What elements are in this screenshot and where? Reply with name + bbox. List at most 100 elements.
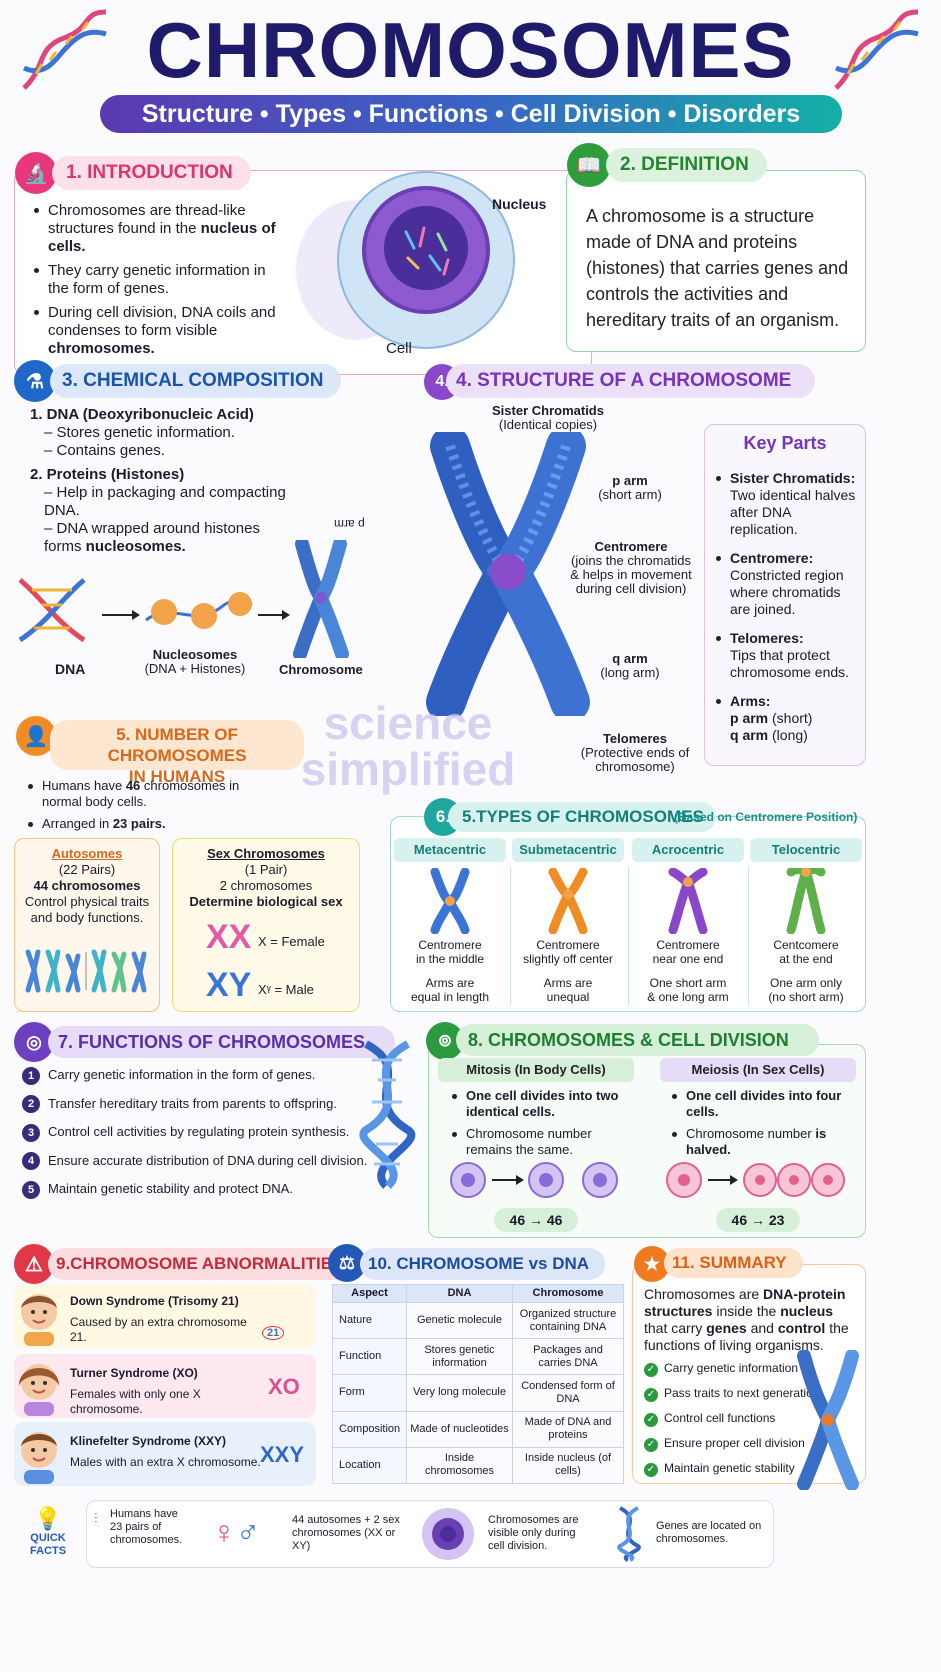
child-avatar-3 [21, 1432, 57, 1484]
small-chromosome-illustration [293, 540, 349, 658]
type-arms-desc: One arm only(no short arm) [768, 976, 844, 1004]
mitosis-cells-diagram [450, 1162, 618, 1198]
function-number: 2 [22, 1095, 40, 1114]
fact-3: Chromosomes are visible only during cell… [488, 1514, 579, 1552]
subtitle-banner: Structure • Types • Functions • Cell Div… [100, 95, 842, 133]
telomeres-label: Telomeres(Protective ends of chromosome) [580, 731, 690, 774]
check-icon: ✓ [644, 1413, 658, 1427]
chromosome-cell: Packages and carries DNA [512, 1338, 624, 1376]
sex-chromosomes-text: Sex Chromosomes (1 Pair) 2 chromosomes D… [189, 846, 343, 909]
intro-list: Chromosomes are thread-like structures f… [32, 202, 282, 364]
table-header-row: Aspect DNA Chromosome [332, 1284, 624, 1303]
function-number: 1 [22, 1066, 40, 1085]
chemical-heading: 3. CHEMICAL COMPOSITION [50, 364, 342, 398]
versus-heading: 10. CHROMOSOME vs DNA [360, 1248, 606, 1280]
cell-nucleus-illustration [296, 171, 515, 349]
col-dna: DNA [406, 1284, 513, 1303]
chromosome-cell: Inside nucleus (of cells) [512, 1446, 624, 1485]
summary-text: Chromosomes are DNA-protein structures i… [644, 1286, 849, 1353]
summary-item: ✓Pass traits to next generation [644, 1385, 819, 1402]
dna-flow-illustration [18, 578, 290, 643]
type-header-acrocentric: Acrocentric [632, 838, 744, 862]
xx-label: X = Female [258, 934, 325, 949]
functions-heading: 7. FUNCTIONS OF CHROMOSOMES [48, 1026, 396, 1058]
key-parts-panel [704, 424, 866, 766]
number-item: Humans have 46 chromosomes in normal bod… [26, 778, 246, 810]
fact-1-icon: ⫶ [94, 1510, 98, 1526]
type-chromosome-metacentric-icon [430, 868, 470, 934]
trisomy-21-marker: 21 [262, 1326, 285, 1340]
mitosis-item: Chromosome number remains the same. [450, 1126, 620, 1158]
key-part-item: Arms:p arm (short)q arm (long) [714, 693, 862, 744]
meiosis-result: 46 → 23 [716, 1208, 800, 1232]
intro-item: They carry genetic information in the fo… [32, 262, 282, 298]
key-parts-list: Sister Chromatids:Two identical halves a… [714, 470, 862, 750]
meiosis-list: One cell divides into four cells. Chromo… [670, 1088, 850, 1164]
intro-heading: 1. INTRODUCTION [52, 156, 251, 190]
type-column-divider [510, 866, 511, 1006]
klinefelter-syndrome-text: Klinefelter Syndrome (XXY)Males with an … [70, 1434, 261, 1469]
flow-nucleosomes-label: Nucleosomes(DNA + Histones) [144, 647, 246, 676]
mitosis-result: 46 → 46 [494, 1208, 578, 1232]
xxy-marker: XXY [260, 1442, 305, 1467]
fact-4: Genes are located on chromosomes. [656, 1520, 762, 1545]
autosomes-text: Autosomes (22 Pairs) 44 chromosomes Cont… [24, 846, 150, 925]
summary-item: ✓Carry genetic information [644, 1360, 814, 1377]
turner-syndrome-card [14, 1354, 316, 1418]
chromosome-cell: Condensed form of DNA [512, 1374, 624, 1412]
type-header-telocentric: Telocentric [750, 838, 862, 862]
number-item: Arranged in 23 pairs. [26, 816, 246, 832]
key-part-item: Sister Chromatids:Two identical halves a… [714, 470, 862, 538]
meiosis-header: Meiosis (In Sex Cells) [660, 1058, 856, 1082]
down-syndrome-text: Down Syndrome (Trisomy 21)Caused by an e… [70, 1294, 247, 1344]
aspect-cell: Nature [332, 1301, 407, 1340]
sister-chromatids-label: Sister Chromatids(Identical copies) [492, 403, 604, 432]
type-column-divider [628, 866, 629, 1006]
check-icon: ✓ [644, 1463, 658, 1477]
dna-cell: Made of nucleotides [406, 1410, 513, 1448]
subtitle-text: Structure • Types • Functions • Cell Div… [141, 99, 801, 128]
types-heading: 5.TYPES OF CHROMOSOMES [448, 802, 716, 832]
function-number: 5 [22, 1180, 40, 1199]
key-parts-title: Key Parts [743, 433, 827, 453]
flow-chromosome-label: Chromosome [279, 662, 363, 677]
large-chromosome-illustration [426, 432, 590, 716]
check-icon: ✓ [644, 1388, 658, 1402]
structure-heading: 4. STRUCTURE OF A CHROMOSOME [446, 364, 816, 398]
turner-syndrome-text: Turner Syndrome (XO)Females with only on… [70, 1366, 201, 1416]
child-avatar-1 [21, 1294, 57, 1346]
fact-2: 44 autosomes + 2 sex chromosomes (XX or … [292, 1514, 400, 1552]
dna-cell: Genetic molecule [406, 1301, 513, 1340]
lightbulb-icon: 💡 [34, 1506, 62, 1531]
book-icon: 📖 [567, 143, 611, 187]
chemical-text: 1. DNA (Deoxyribonucleic Acid) – Stores … [30, 406, 286, 555]
division-heading: 8. CHROMOSOMES & CELL DIVISION [456, 1024, 819, 1056]
dna-helix-left-icon [22, 9, 107, 90]
female-male-icon: ♀♂ [212, 1514, 260, 1550]
cell-label: Cell [386, 340, 412, 357]
microscope-icon: 🔬 [15, 152, 57, 194]
function-number: 3 [22, 1123, 40, 1142]
type-header-metacentric: Metacentric [394, 838, 506, 862]
warning-icon: ⚠ [14, 1244, 54, 1284]
chromosome-cell: Made of DNA and proteins [512, 1410, 624, 1448]
dna-cell: Very long molecule [406, 1374, 513, 1412]
summary-chromosome-illustration [797, 1350, 859, 1490]
aspect-cell: Composition [332, 1410, 407, 1448]
intro-item: Chromosomes are thread-like structures f… [32, 202, 282, 256]
sex-chromosomes-card [172, 838, 360, 1012]
